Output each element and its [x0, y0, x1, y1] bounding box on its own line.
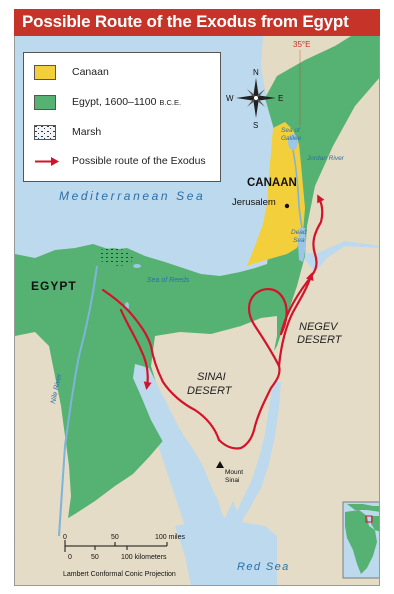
legend-item-egypt: Egypt, 1600–1100 B.C.E.: [34, 94, 181, 110]
canaan-region: [247, 122, 305, 266]
legend-label-marsh: Marsh: [72, 126, 102, 138]
legend-item-canaan: Canaan: [34, 64, 109, 80]
inset-locator-box: [365, 515, 373, 523]
compass-e: E: [278, 94, 283, 103]
sea-of-galilee-label-1: Sea of: [281, 127, 301, 134]
exodus-route: [101, 194, 325, 450]
egypt-label: EGYPT: [31, 279, 77, 293]
sinai-desert-label-2: DESERT: [187, 385, 233, 397]
nile-river: [58, 265, 98, 537]
legend-swatch-marsh: [34, 124, 56, 140]
route-egypt-start: [119, 308, 152, 390]
compass-s: S: [253, 121, 258, 130]
western-desert: [15, 332, 71, 541]
scale-miles-50: 50: [111, 534, 119, 541]
sinai-desert-label-1: SINAI: [197, 371, 226, 383]
meridian-label: 35°E: [293, 40, 310, 49]
route-south-branch: [217, 364, 281, 450]
compass-rose: N S E W: [226, 68, 283, 130]
legend-item-route: Possible route of the Exodus: [34, 153, 206, 169]
scale-km-100: 100 kilometers: [121, 554, 167, 561]
gulf-of-aqaba: [233, 382, 281, 522]
dead-sea-label-2: Sea: [293, 237, 305, 244]
compass-n: N: [253, 68, 259, 77]
mount-sinai-label-2: Sinai: [225, 477, 239, 484]
sinai-peninsula: [151, 316, 277, 518]
legend-label-egypt-era: B.C.E.: [159, 98, 182, 107]
legend-swatch-canaan: [34, 64, 56, 80]
jordan-river-label: Jordan River: [306, 155, 345, 162]
legend-swatch-egypt: [34, 94, 56, 110]
scale-projection: Lambert Conformal Conic Projection: [63, 571, 176, 578]
negev-desert-label-1: NEGEV: [299, 321, 339, 333]
locator-inset: [342, 501, 379, 579]
compass-w: W: [226, 94, 234, 103]
map-area: 35°E Mediterranean Sea CANAAN Jerusalem …: [14, 36, 380, 586]
jerusalem-label: Jerusalem: [232, 197, 276, 208]
nile-delta-marsh: [99, 248, 133, 266]
canaan-label: CANAAN: [247, 177, 297, 189]
route-north-branch: [279, 194, 325, 336]
map-title: Possible Route of the Exodus from Egypt: [22, 12, 349, 31]
sea-of-reeds-label: Sea of Reeds: [147, 277, 190, 284]
legend: Canaan Egypt, 1600–1100 B.C.E. Marsh Pos…: [23, 52, 221, 182]
legend-swatch-route-arrow-icon: [35, 156, 59, 166]
jordan-river: [292, 149, 303, 229]
mediterranean-sea-label: Mediterranean Sea: [59, 189, 205, 203]
legend-label-route: Possible route of the Exodus: [72, 155, 206, 167]
legend-label-canaan: Canaan: [72, 66, 109, 78]
gulf-of-suez: [133, 364, 223, 522]
inset-arabia: [371, 516, 379, 532]
scale-bar: 0 50 100 miles 0 50 100 kilometers Lambe…: [63, 534, 185, 578]
compass-center: [253, 95, 259, 101]
inset-europe: [347, 504, 379, 512]
scale-km-50: 50: [91, 554, 99, 561]
route-east-branch: [277, 272, 314, 368]
scale-miles-100: 100 miles: [155, 534, 185, 541]
dead-sea: [298, 228, 306, 262]
route-negev-loop: [247, 288, 288, 368]
title-bar: Possible Route of the Exodus from Egypt: [14, 9, 380, 36]
inset-africa: [345, 510, 377, 574]
legend-label-egypt: Egypt, 1600–1100 B.C.E.: [72, 96, 181, 108]
route-west-branch: [101, 288, 221, 442]
negev-desert-label-2: DESERT: [297, 334, 343, 346]
red-sea: [175, 518, 277, 585]
dead-sea-label-1: Dead: [291, 229, 307, 236]
sea-of-galilee-label-2: Galilee: [281, 135, 302, 142]
scale-km-0: 0: [68, 554, 72, 561]
mount-sinai-marker: [216, 461, 224, 468]
sea-of-galilee: [288, 134, 298, 150]
legend-label-egypt-main: Egypt, 1600–1100: [72, 96, 160, 108]
mount-sinai-label-1: Mount: [225, 469, 243, 476]
red-sea-label: Red Sea: [237, 561, 290, 573]
sea-of-reeds-lake: [133, 264, 141, 268]
jerusalem-marker: [284, 203, 290, 209]
scale-miles-0: 0: [63, 534, 67, 541]
legend-item-marsh: Marsh: [34, 124, 101, 140]
